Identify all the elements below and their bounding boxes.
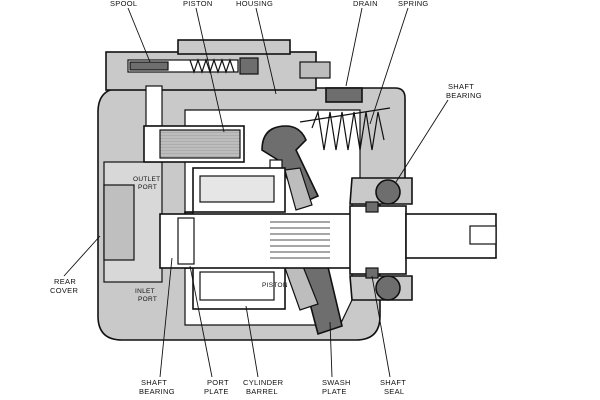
- port-plate-label: PORT: [207, 378, 229, 387]
- swash-plate-label-2: PLATE: [322, 387, 347, 396]
- housing-label: HOUSING: [236, 0, 273, 8]
- drain-label: DRAIN: [353, 0, 378, 8]
- drive-shaft: [159, 205, 497, 275]
- shaft-bearing-bottom-label: SHAFT: [141, 378, 167, 387]
- swash-plate-label: SWASH: [322, 378, 351, 387]
- inlet-port-label-2: PORT: [138, 296, 157, 303]
- piston-label: PISTON: [183, 0, 213, 8]
- spool-label: SPOOL: [110, 0, 137, 8]
- shaft-seal: [365, 201, 379, 213]
- outlet-port-label-2: PORT: [138, 184, 157, 191]
- shaft-bearing-bottom-label-2: BEARING: [139, 387, 175, 396]
- port-plate-label-2: PLATE: [204, 387, 229, 396]
- shaft-bearing-right-label-2: BEARING: [446, 91, 482, 100]
- outlet-port-label: OUTLET: [133, 176, 160, 183]
- rear-cover-label-2: COVER: [50, 286, 78, 295]
- rear-cover-label: REAR: [54, 277, 76, 286]
- shaft-bearing-ball-top: [375, 179, 401, 205]
- drain-port: [325, 87, 363, 103]
- shaft-seal-label: SHAFT: [380, 378, 406, 387]
- cylinder-barrel: [192, 167, 319, 311]
- return-spring: [299, 107, 391, 151]
- control-piston: [143, 125, 245, 163]
- shaft-bearing-ball-bottom: [375, 275, 401, 301]
- cylinder-barrel-label-2: BARREL: [246, 387, 278, 396]
- control-valve-block: [105, 39, 331, 127]
- shaft-bearing-right-label: SHAFT: [448, 82, 474, 91]
- inlet-port-label: INLET: [135, 288, 155, 295]
- front-bearing-housing: [349, 177, 413, 301]
- shaft-seal-label-2: SEAL: [384, 387, 404, 396]
- spool-element: [129, 61, 169, 71]
- piston-inner-label: PISTON: [262, 282, 288, 289]
- spring-label: SPRING: [398, 0, 429, 8]
- cylinder-barrel-label: CYLINDER: [243, 378, 284, 387]
